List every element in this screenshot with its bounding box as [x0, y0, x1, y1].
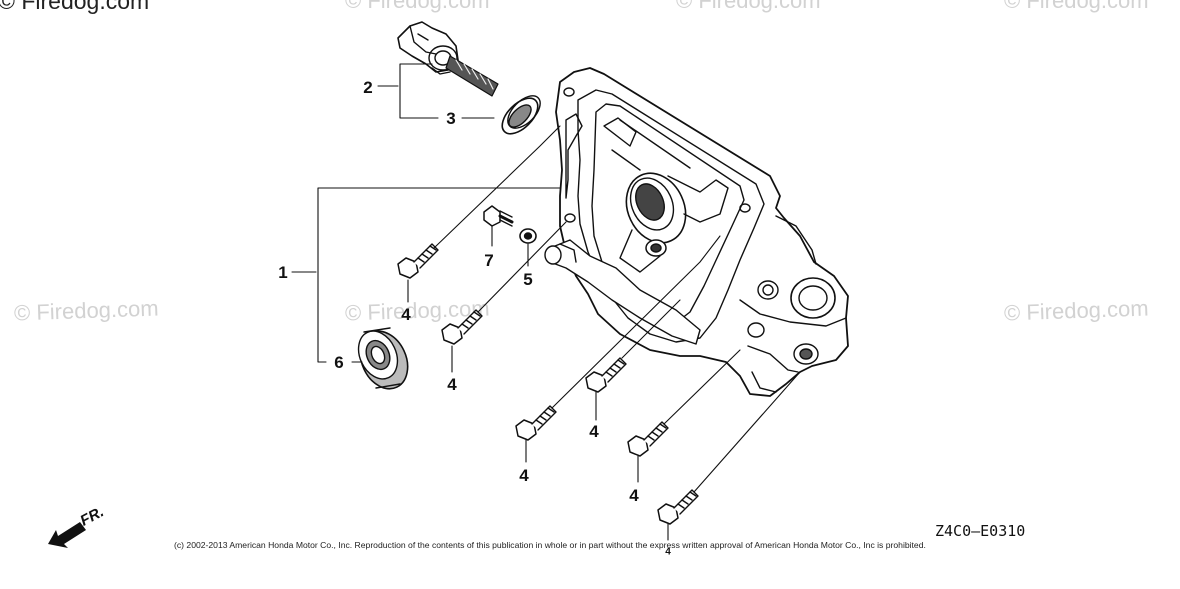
small-washer	[519, 228, 537, 244]
flange-bolt-b	[441, 309, 483, 345]
flange-bolt-a	[397, 243, 439, 279]
callout-4-a: 4	[401, 305, 411, 324]
callout-4-b: 4	[447, 375, 457, 394]
watermark-top-center: © Firedog.com	[345, 0, 490, 13]
small-bolt	[483, 205, 514, 227]
watermark-top-right: © Firedog.com	[1004, 0, 1149, 13]
flange-bolt-e	[627, 421, 669, 457]
diagram-code: Z4C0—E0310	[935, 522, 1026, 540]
flange-bolt-d	[515, 405, 557, 441]
leader-lines	[48, 63, 801, 548]
callout-4-e: 4	[629, 486, 639, 505]
callout-4-d: 4	[519, 466, 529, 485]
watermark-top-left: © Firedog.com	[0, 0, 150, 14]
crankcase-cover	[544, 67, 849, 397]
copyright-notice: (c) 2002-2013 American Honda Motor Co., …	[174, 540, 926, 550]
callout-4-f: 4	[665, 546, 671, 558]
callout-7: 7	[484, 251, 494, 270]
flange-bolt-c	[585, 357, 627, 393]
dipstick-cap	[397, 21, 499, 97]
callout-2: 2	[363, 78, 373, 97]
callout-4-c: 4	[589, 422, 599, 441]
callout-3: 3	[446, 109, 456, 128]
callout-1: 1	[278, 263, 288, 282]
callout-5: 5	[523, 270, 533, 289]
callout-6: 6	[334, 353, 344, 372]
watermark-top-right-center: © Firedog.com	[676, 0, 821, 13]
oil-seal	[357, 327, 409, 390]
flange-bolt-f	[657, 489, 699, 525]
sealing-washer	[501, 95, 541, 135]
